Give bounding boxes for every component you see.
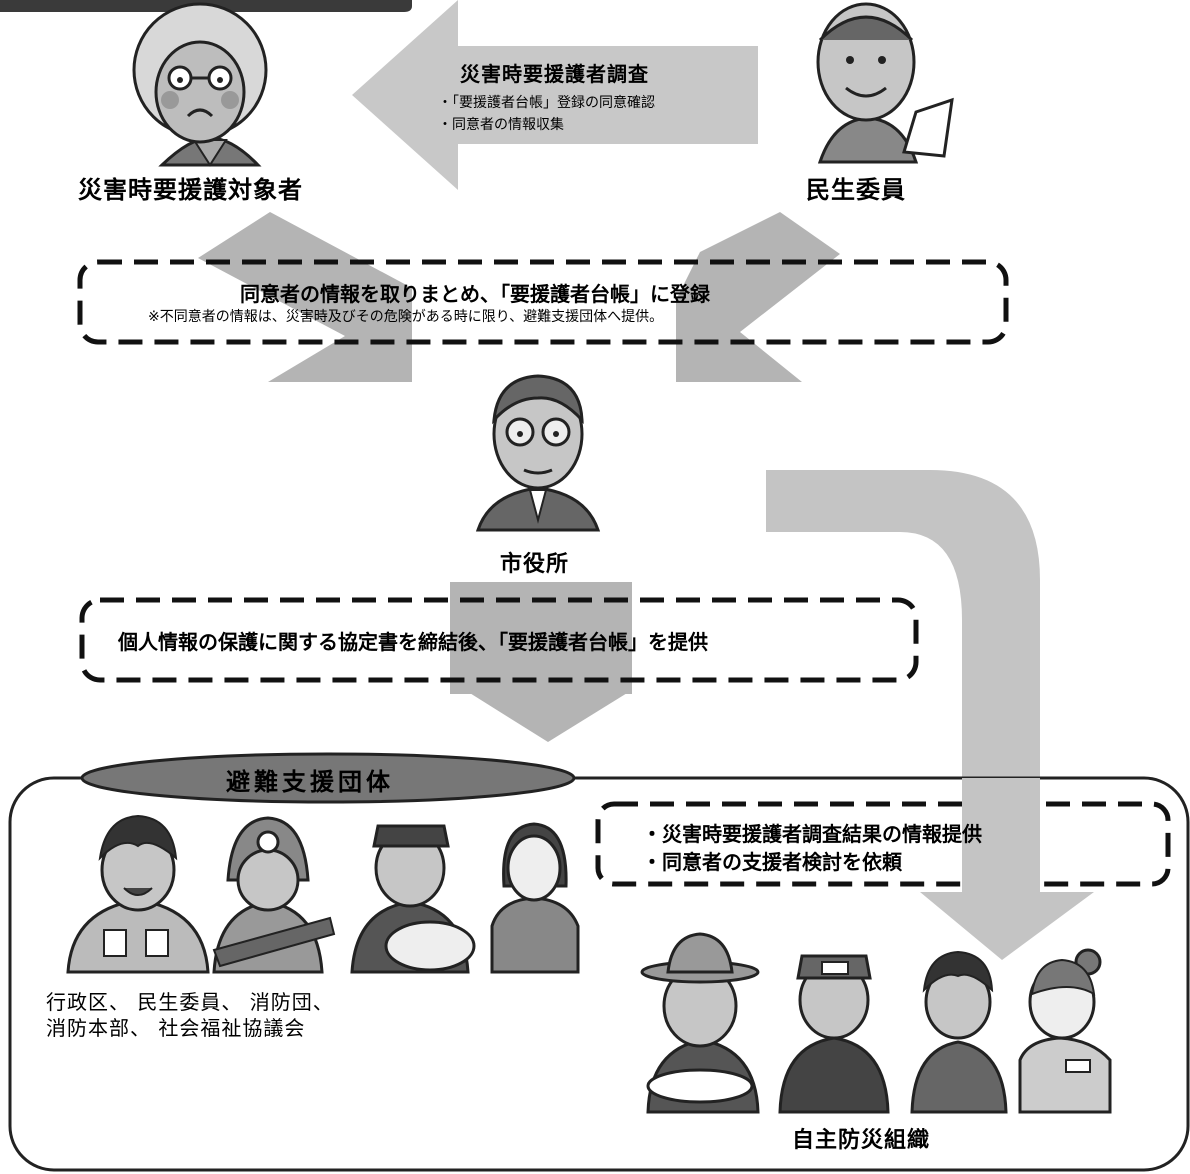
- support-person-3-icon: [350, 824, 476, 974]
- request-item-2: ・同意者の支援者検討を依頼: [642, 850, 902, 874]
- city-official-icon: [475, 374, 601, 532]
- support-person-4-icon: [490, 822, 580, 974]
- label-self-defense-org: 自主防災組織: [792, 1128, 931, 1153]
- survey-item-consent: ・「要援護者台帳」登録の同意確認: [438, 95, 655, 111]
- group-title-ellipse: [80, 752, 576, 804]
- label-welfare-commissioner: 民生委員: [806, 176, 906, 204]
- support-person-1-icon: [66, 814, 210, 974]
- provision-box: [79, 597, 919, 683]
- support-group-title: 避難支援団体: [226, 768, 394, 796]
- registration-note-text: ※不同意者の情報は、災害時及びその危険がある時に限り、避難支援団体へ提供。: [148, 309, 664, 325]
- provision-text: 個人情報の保護に関する協定書を締結後、「要援護者台帳」を提供: [118, 630, 708, 654]
- label-city-hall: 市役所: [500, 552, 570, 577]
- survey-arrow: [352, 0, 758, 190]
- shopkeeper-icon: [778, 954, 890, 1114]
- arrow-target-to-city: [198, 212, 412, 382]
- label-target-person: 災害時要援護対象者: [78, 176, 303, 204]
- survey-item-collect: ・同意者の情報収集: [438, 117, 564, 133]
- arrow-city-down-head: [465, 690, 632, 742]
- survey-title: 災害時要援護者調査: [460, 62, 649, 86]
- welfare-commissioner-icon: [816, 2, 954, 164]
- store-worker-icon: [910, 950, 1008, 1114]
- registration-main-text: 同意者の情報を取りまとめ、「要援護者台帳」に登録: [240, 282, 710, 306]
- arrow-selfdefense-head: [920, 778, 1094, 960]
- request-item-1: ・災害時要援護者調査結果の情報提供: [642, 822, 982, 846]
- support-members-line2: 消防本部、 社会福祉協議会: [46, 1016, 306, 1040]
- clerk-icon: [1018, 948, 1112, 1114]
- request-box: [595, 801, 1171, 887]
- elderly-person-icon: [132, 2, 268, 167]
- firefighter-icon: [212, 816, 336, 974]
- farmer-icon: [640, 932, 760, 1114]
- registration-box: [77, 259, 1009, 345]
- support-members-line1: 行政区、 民生委員、 消防団、: [46, 990, 334, 1014]
